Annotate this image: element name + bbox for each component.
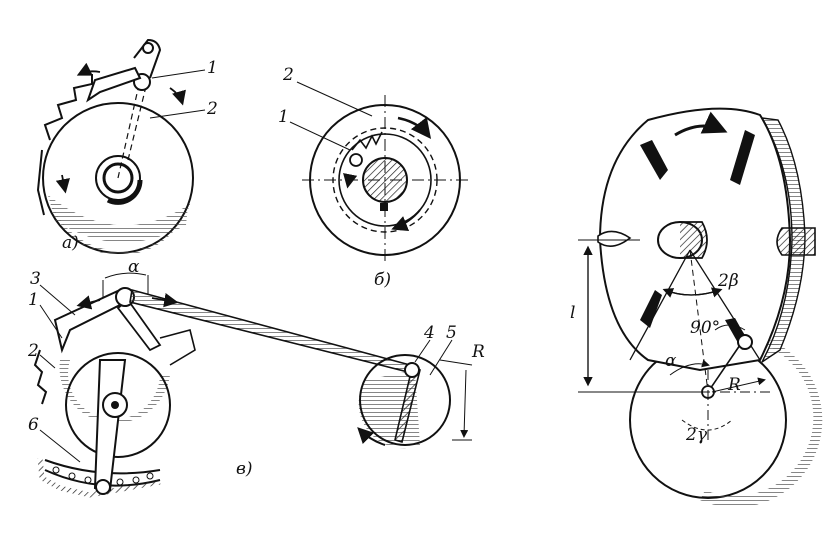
figure-d-geneva: l 2β 90° α R 2γ [570,107,823,508]
label-c-5: 5 [446,323,457,343]
label-c-3: 3 [30,269,41,289]
lever-c [93,359,127,492]
caption-c: в) [236,459,253,479]
label-d-beta: 2β [717,271,739,291]
label-c-1: 1 [28,290,39,310]
figure-b-internal-ratchet: 2 1 б) [278,65,468,290]
label-c-R: R [471,342,485,362]
pawl-pivot-b [349,153,363,167]
label-b-1: 1 [278,107,289,127]
label-c-4: 4 [423,323,435,343]
label-d-l: l [570,303,575,323]
label-a-2: 2 [206,99,218,119]
ratchet-wheel-c [65,352,171,458]
label-d-90: 90° [690,318,720,338]
label-c-alpha: α [128,257,140,277]
figure-c-linkage: α [27,257,485,498]
caption-a: а) [62,233,79,253]
teeth-b [351,131,383,151]
caption-b: б) [374,270,391,290]
label-c-6: 6 [28,415,39,435]
teeth-c [33,349,48,405]
ratchet-teeth-a [43,74,93,141]
pawl-c [53,288,132,354]
figure-a-ratchet: 1 2 а) [36,38,218,256]
crank-disc [359,354,451,446]
label-d-gamma: 2γ [685,425,708,445]
label-a-1: 1 [207,58,218,78]
label-d-alpha: α [665,351,677,371]
label-c-2: 2 [27,341,39,361]
pawl-a [86,66,142,103]
label-d-R: R [727,375,741,395]
shaft-b [362,157,408,203]
outer-wheel-b [309,104,461,256]
label-b-2: 2 [282,65,294,85]
